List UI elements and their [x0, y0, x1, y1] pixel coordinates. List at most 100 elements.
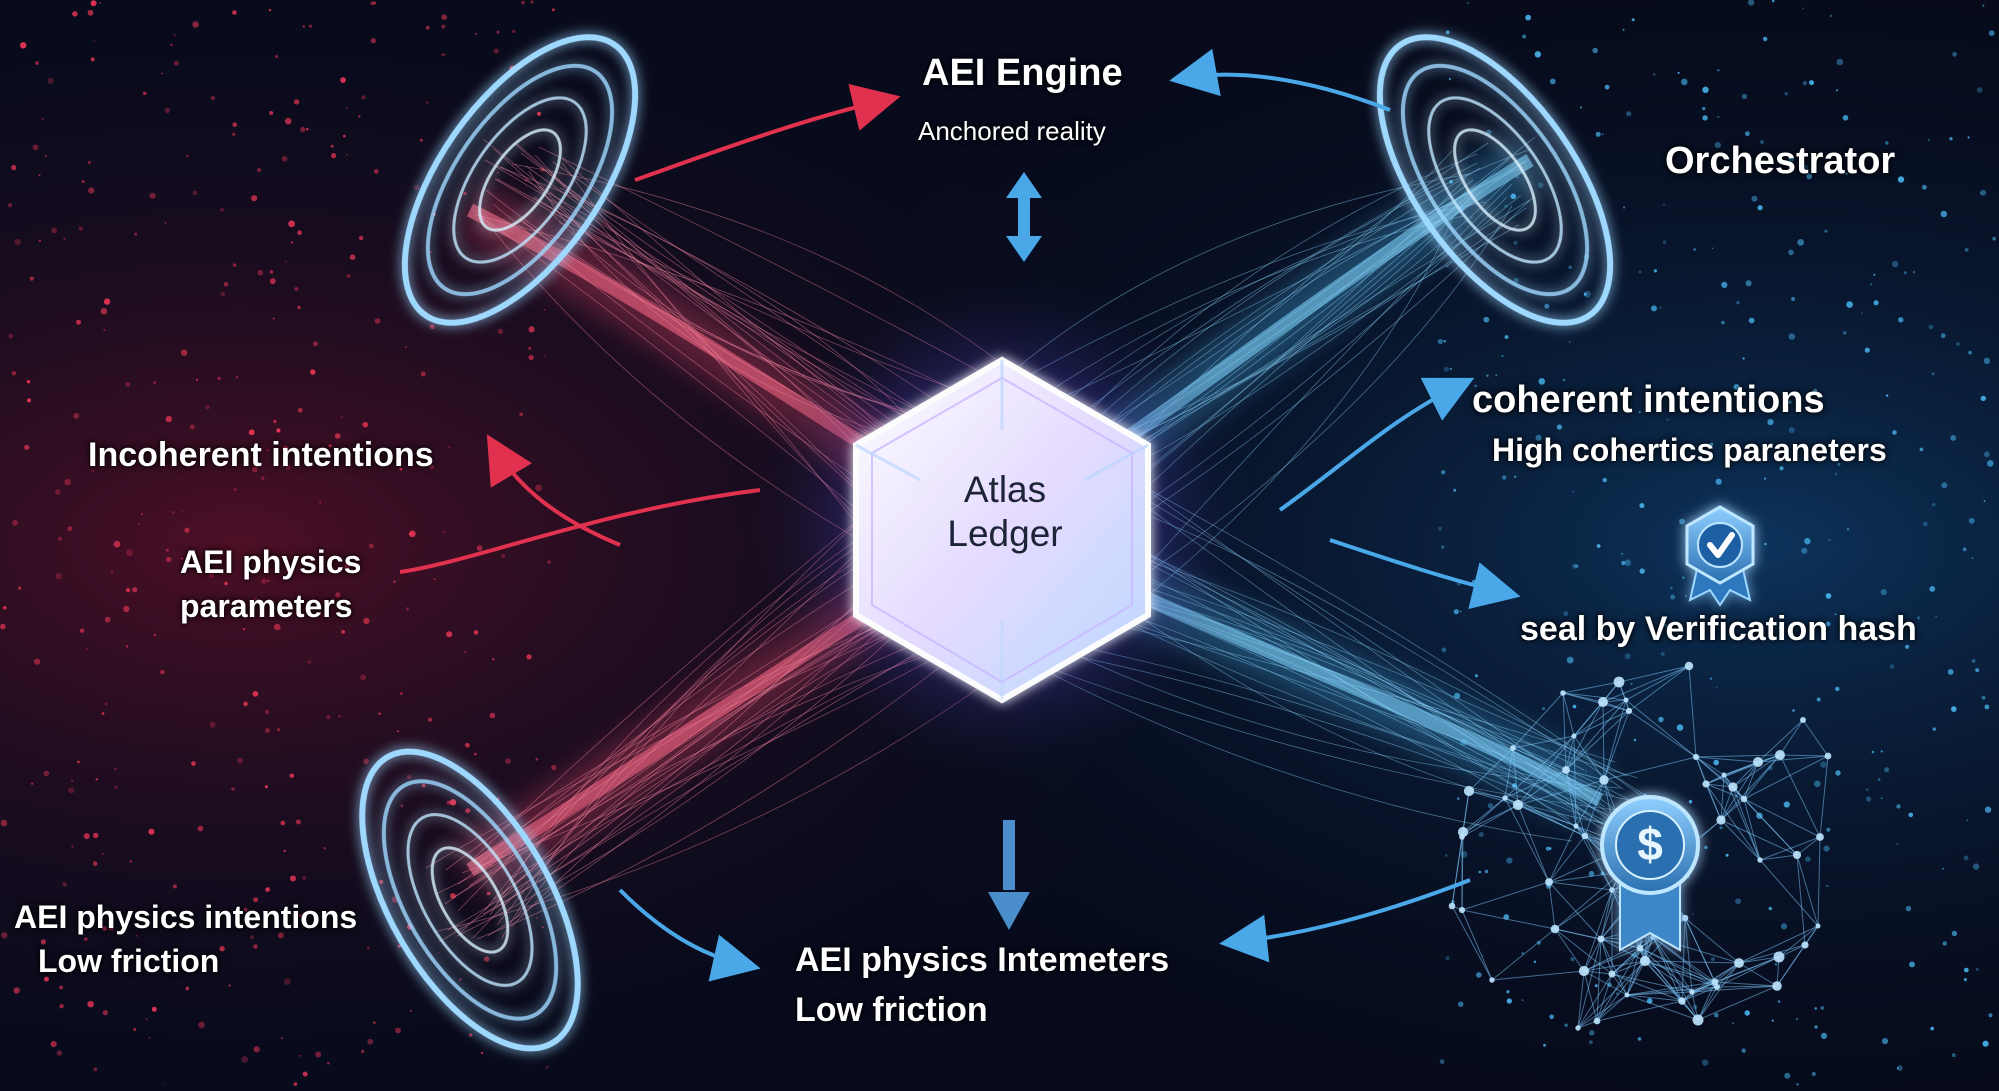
network-link [1691, 956, 1780, 993]
red-particle [367, 1038, 374, 1045]
red-particle [30, 782, 34, 785]
blue-particle [1715, 478, 1722, 485]
blue-particle [1932, 727, 1937, 731]
red-particle [294, 286, 299, 292]
blue-particle [1533, 960, 1537, 963]
network-link [1491, 928, 1556, 981]
red-particle [55, 572, 62, 580]
blue-particle [1950, 435, 1957, 441]
blue-particle [1912, 270, 1916, 274]
red-particle [219, 946, 225, 952]
network-link [1779, 719, 1804, 756]
red-particle [497, 328, 504, 335]
network-link [1562, 692, 1575, 737]
red-particle [173, 34, 176, 37]
checkmark-badge-icon [1685, 505, 1755, 607]
network-link [1512, 692, 1564, 749]
blue-particle [1702, 86, 1709, 94]
red-particle [397, 944, 402, 948]
network-link [1796, 854, 1819, 927]
network-link [1695, 756, 1745, 800]
red-particle [103, 298, 111, 305]
blue-particle [1980, 395, 1987, 402]
blue-particle [1717, 116, 1720, 118]
network-link [1743, 754, 1781, 800]
blue-particle [1572, 704, 1577, 709]
network-link [1628, 665, 1690, 712]
blue-particle [1826, 884, 1829, 888]
network-link [1573, 681, 1620, 737]
blue-particle [1885, 394, 1889, 397]
blue-particle [1897, 176, 1905, 183]
network-link [1548, 881, 1602, 940]
network-link [1720, 798, 1745, 821]
blue-particle [1846, 301, 1853, 308]
red-particle [264, 709, 269, 715]
red-particle [464, 650, 467, 653]
red-particle [465, 742, 470, 748]
red-particle [237, 757, 243, 764]
red-particle [306, 127, 309, 131]
red-particle [114, 767, 117, 771]
red-particle [137, 523, 140, 525]
red-particle [536, 111, 542, 116]
network-node [1573, 823, 1579, 829]
red-particle [151, 1006, 157, 1012]
blue-particle [1877, 778, 1881, 781]
blue-particle [1941, 482, 1948, 489]
red-particle [243, 907, 248, 912]
red-particle [474, 752, 477, 756]
coherent-intentions-line1: coherent intentions [1472, 379, 1825, 421]
blue-particle [1963, 855, 1969, 861]
red-particle [264, 785, 268, 789]
red-particle [198, 1021, 205, 1029]
red-particle [426, 101, 429, 104]
network-link [1796, 836, 1821, 856]
red-particle [44, 976, 49, 982]
blue-particle [1495, 374, 1498, 376]
red-particle [307, 660, 311, 664]
blue-particle [1713, 1012, 1719, 1018]
red-particle [85, 648, 89, 651]
red-particle [489, 712, 496, 719]
blue-particle [1791, 297, 1796, 301]
blue-particle [1983, 451, 1990, 458]
down-arrow-icon [988, 820, 1030, 930]
red-particle [241, 1056, 248, 1063]
red-particle [429, 250, 432, 254]
blue-particle [1942, 867, 1944, 870]
blue-particle [1676, 724, 1684, 731]
network-link [1600, 938, 1628, 996]
network-node [1772, 981, 1782, 991]
red-particle [1, 932, 8, 939]
red-particle [294, 456, 297, 459]
red-particle [35, 61, 39, 65]
red-particle [315, 1051, 322, 1058]
network-link [1451, 905, 1493, 981]
red-particle [400, 692, 403, 695]
network-link [1738, 944, 1806, 964]
blue-particle [1764, 542, 1767, 546]
network-link [1596, 947, 1641, 1022]
red-particle [547, 560, 551, 564]
network-link [1461, 881, 1550, 911]
red-particle [414, 184, 420, 191]
network-link [1548, 835, 1586, 883]
red-particle [335, 592, 341, 598]
network-node [1692, 1014, 1704, 1026]
network-link [1738, 962, 1778, 987]
red-particle [71, 845, 74, 848]
physics-parameters-line1: AEI physics [180, 544, 362, 580]
red-particle [273, 607, 276, 610]
blue-particle [1677, 71, 1680, 74]
red-particle [476, 545, 483, 551]
blue-particle [1556, 424, 1562, 430]
blue-particle [1702, 1059, 1709, 1066]
blue-particle [1905, 905, 1912, 912]
red-particle [242, 628, 245, 631]
double-arrow-icon [1006, 172, 1042, 262]
red-particle [284, 260, 287, 263]
blue-particle [1983, 357, 1991, 364]
blue-particle [1711, 247, 1714, 250]
red-particle [133, 1028, 137, 1031]
